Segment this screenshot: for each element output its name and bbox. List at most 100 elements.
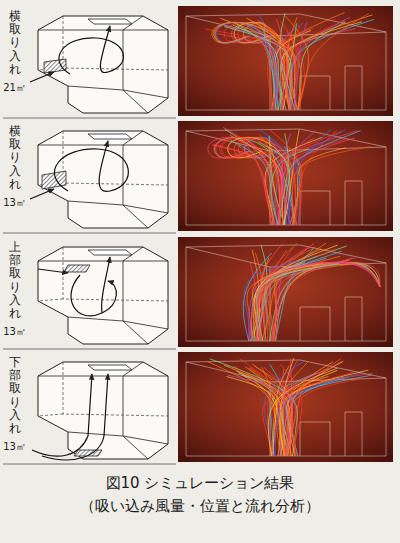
simulation-background — [178, 237, 393, 347]
housing-sketch — [30, 16, 168, 113]
streamline — [250, 262, 380, 341]
streamline — [297, 13, 369, 110]
housing-sketch — [30, 131, 168, 228]
flow-arrow — [102, 257, 110, 313]
streamline — [263, 373, 373, 456]
simulation-background — [178, 6, 393, 116]
streamline — [216, 137, 281, 225]
housing-sketch — [32, 362, 168, 460]
streamline — [228, 137, 296, 225]
streamline — [262, 243, 326, 341]
streamline — [261, 248, 314, 341]
streamline — [285, 16, 308, 110]
streamline — [281, 362, 307, 456]
housing-edge — [38, 131, 143, 145]
airflow-volume: 13㎥ — [3, 196, 26, 210]
streamline — [215, 22, 272, 110]
housing-edge — [123, 261, 168, 262]
housing-edge — [123, 145, 148, 228]
streamline — [264, 131, 357, 225]
streamline — [293, 22, 307, 110]
housing-outline — [38, 131, 168, 228]
streamline — [235, 143, 271, 225]
streamline — [273, 243, 314, 341]
streamline — [277, 369, 329, 456]
intake-type-label: 横取り入れ — [9, 125, 21, 191]
streamline — [279, 138, 355, 225]
flow-arrow — [71, 275, 116, 316]
housing-edge — [123, 376, 148, 459]
intake-type-label: 下部取り入れ — [9, 356, 21, 435]
inlet-opening — [64, 265, 90, 272]
housing-edge — [68, 86, 123, 90]
streamline — [273, 262, 380, 341]
housing-edge — [123, 30, 168, 31]
intake-type-label: 横取り入れ — [9, 10, 21, 76]
wireframe-edge — [186, 245, 386, 341]
streamline — [262, 256, 340, 341]
wireframe-edge — [300, 191, 330, 225]
streamline — [213, 144, 275, 225]
row-divider — [3, 233, 176, 234]
housing-edge — [123, 321, 168, 329]
simulation-image — [178, 6, 393, 116]
exhaust-slot — [88, 134, 132, 139]
flow-arrow — [54, 141, 128, 191]
streamline — [257, 264, 339, 341]
row-label-cell: 横取り入れ 21㎥ — [3, 10, 26, 95]
housing-outline — [38, 362, 168, 459]
streamline — [220, 137, 289, 225]
airflow-volume: 21㎥ — [3, 81, 26, 95]
wireframe-edge — [186, 129, 386, 225]
streamline — [264, 361, 304, 456]
streamline — [228, 375, 296, 456]
streamline — [208, 362, 276, 456]
housing-edge — [123, 205, 168, 213]
intake-type-label: 上部取り入れ — [9, 241, 21, 320]
row-label-cell: 下部取り入れ13㎥ — [3, 356, 26, 454]
streamline — [212, 22, 296, 110]
airflow-volume: 13㎥ — [3, 325, 26, 339]
wireframe-edge — [345, 297, 362, 341]
exhaust-slot — [88, 250, 132, 255]
streamline — [268, 368, 337, 456]
housing-edge — [38, 247, 143, 261]
housing-edge — [123, 436, 168, 444]
wireframe-edge — [345, 297, 346, 341]
streamline — [292, 146, 370, 225]
streamline — [288, 130, 345, 225]
streamline — [270, 130, 302, 225]
housing-sketch — [38, 247, 168, 344]
streamline — [231, 140, 279, 225]
streamline — [240, 359, 297, 456]
wireframe-edge — [300, 422, 330, 456]
housing-outline — [38, 247, 168, 344]
flow-arrow — [30, 72, 54, 82]
housing-edge — [38, 362, 143, 376]
streamline — [243, 22, 278, 110]
streamline — [282, 133, 291, 225]
row-label-cell: 横取り入れ 13㎥ — [3, 125, 26, 210]
streamline — [245, 137, 289, 225]
streamline — [286, 359, 340, 456]
streamline — [275, 373, 364, 456]
wireframe-edge — [300, 422, 301, 456]
wireframe-edge — [345, 412, 346, 456]
streamline — [217, 34, 290, 110]
streamline — [210, 359, 298, 456]
streamline — [258, 142, 289, 225]
row-divider — [3, 118, 176, 119]
streamline — [224, 26, 290, 110]
wireframe-edge — [300, 307, 301, 341]
housing-edge — [123, 376, 168, 377]
housing-edge — [68, 201, 123, 205]
streamline — [281, 29, 294, 110]
hidden-edge — [63, 247, 168, 301]
housing-edge — [123, 145, 168, 146]
simulation-background — [178, 352, 393, 462]
flow-arrow — [42, 374, 108, 460]
streamline — [275, 247, 315, 341]
simulation-image — [178, 237, 393, 347]
hidden-edge — [38, 299, 63, 301]
